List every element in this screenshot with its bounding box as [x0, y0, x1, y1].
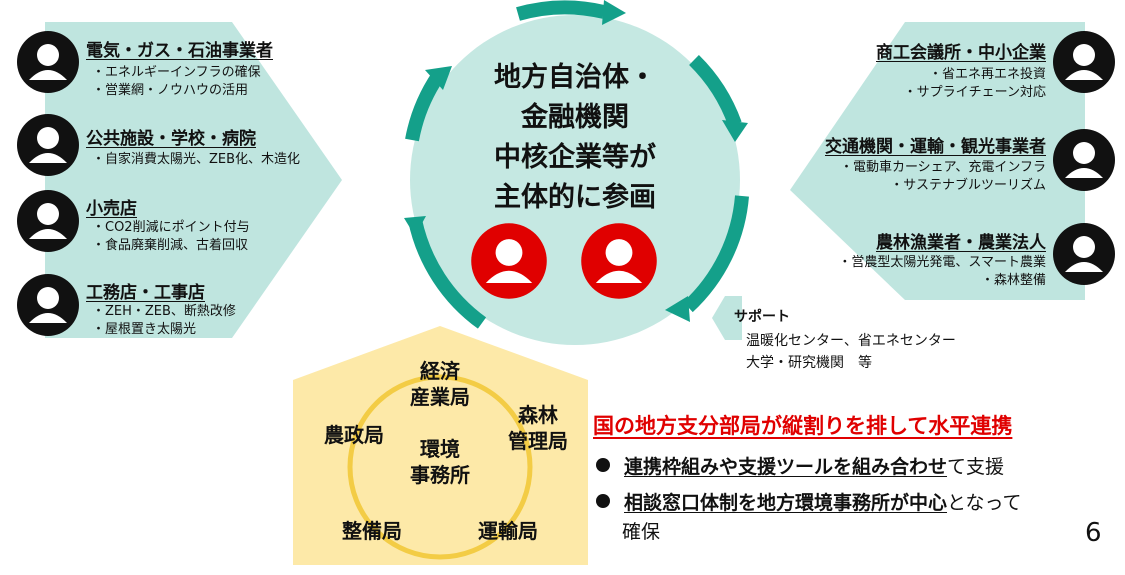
bureau-line: 産業局	[410, 385, 470, 409]
page-number: 6	[1085, 518, 1102, 548]
person-icon	[1053, 223, 1115, 285]
bureau-keizai: 経済 産業局	[400, 358, 480, 410]
stakeholder-title: 電気・ガス・石油事業者	[86, 41, 273, 61]
bullet-emphasis: 連携枠組みや支援ツールを組み合わせ	[624, 456, 948, 478]
center-title: 地方自治体・ 金融機関 中核企業等が 主体的に参画	[455, 58, 695, 218]
center-title-line: 地方自治体・	[494, 62, 656, 93]
stakeholder-title: 商工会議所・中小企業	[876, 43, 1046, 63]
cycle-arrows	[405, 0, 749, 329]
right-flow-arrow	[790, 22, 1085, 300]
bureau-shinrin: 森林 管理局	[498, 402, 578, 454]
stakeholder-bullet: ・ZEH・ZEB、断熱改修	[92, 304, 236, 319]
bureau-line: 運輸局	[478, 519, 538, 543]
bullet-item: 相談窓口体制を地方環境事務所が中心となって	[596, 488, 1022, 515]
center-title-line: 金融機関	[521, 102, 629, 133]
bullet-dot-icon	[596, 494, 610, 508]
person-icon	[17, 190, 79, 252]
stakeholder-bullet: ・電動車カーシェア、充電インフラ	[839, 160, 1046, 175]
bureau-line: 経済	[420, 359, 460, 383]
center-title-line: 主体的に参画	[494, 182, 656, 213]
support-arrow	[712, 296, 742, 340]
bullet-rest: て支援	[947, 456, 1005, 478]
stakeholder-title: 農林漁業者・農業法人	[876, 233, 1046, 253]
stakeholder-bullet: ・営農型太陽光発電、スマート農業	[838, 255, 1046, 270]
person-icon-red	[471, 223, 547, 299]
bureau-line: 森林	[518, 403, 558, 427]
bureau-unyu: 運輸局	[466, 518, 550, 544]
stakeholder-bullet: ・エネルギーインフラの確保	[92, 65, 261, 80]
bullet-item: 連携枠組みや支援ツールを組み合わせて支援	[596, 452, 1004, 479]
left-flow-arrow	[45, 22, 342, 338]
stakeholder-bullet: ・サプライチェーン対応	[903, 85, 1046, 100]
bullet-dot-icon	[596, 458, 610, 472]
stakeholder-bullet: ・自家消費太陽光、ZEB化、木造化	[92, 152, 301, 167]
bureau-line: 管理局	[508, 429, 568, 453]
person-icon	[1053, 31, 1115, 93]
support-line: 大学・研究機関 等	[746, 355, 872, 371]
bureau-line: 農政局	[324, 423, 384, 447]
stakeholder-bullet: ・営業網・ノウハウの活用	[92, 83, 249, 98]
support-label: サポート	[734, 309, 790, 325]
person-icon	[1053, 129, 1115, 191]
stakeholder-title: 公共施設・学校・病院	[86, 129, 256, 149]
bureau-ring	[347, 374, 533, 560]
person-icon	[17, 114, 79, 176]
support-line: 温暖化センター、省エネセンター	[746, 333, 956, 349]
bureau-nousei: 農政局	[312, 422, 396, 448]
bureau-seibi: 整備局	[330, 518, 414, 544]
bureau-kankyo: 環境 事務所	[400, 436, 480, 488]
stakeholder-title: 工務店・工事店	[86, 283, 205, 303]
stakeholder-title: 小売店	[86, 199, 137, 219]
stakeholder-bullet: ・森林整備	[980, 273, 1046, 288]
stakeholder-bullet: ・サステナブルツーリズム	[890, 178, 1046, 193]
stakeholder-bullet: ・食品廃棄削減、古着回収	[92, 238, 249, 253]
headline: 国の地方支分部局が縦割りを排して水平連携	[593, 414, 1013, 438]
cycle-arrowheads	[404, 0, 748, 322]
bullet-rest: となって	[947, 492, 1022, 514]
stakeholder-title: 交通機関・運輸・観光事業者	[825, 137, 1046, 157]
bureau-line: 整備局	[342, 519, 402, 543]
bullet-emphasis: 相談窓口体制を地方環境事務所が中心	[624, 492, 948, 514]
person-icon	[17, 274, 79, 336]
stakeholder-bullet: ・省エネ再エネ投資	[928, 67, 1046, 82]
stakeholder-bullet: ・屋根置き太陽光	[92, 322, 197, 337]
bureau-line: 事務所	[410, 463, 470, 487]
person-icon-red	[581, 223, 657, 299]
stakeholder-bullet: ・CO2削減にポイント付与	[92, 220, 250, 235]
bureau-line: 環境	[420, 437, 460, 461]
bullet-continuation: 確保	[622, 521, 661, 543]
center-title-line: 中核企業等が	[494, 142, 656, 173]
house-shape	[293, 326, 588, 565]
person-icon	[17, 31, 79, 93]
